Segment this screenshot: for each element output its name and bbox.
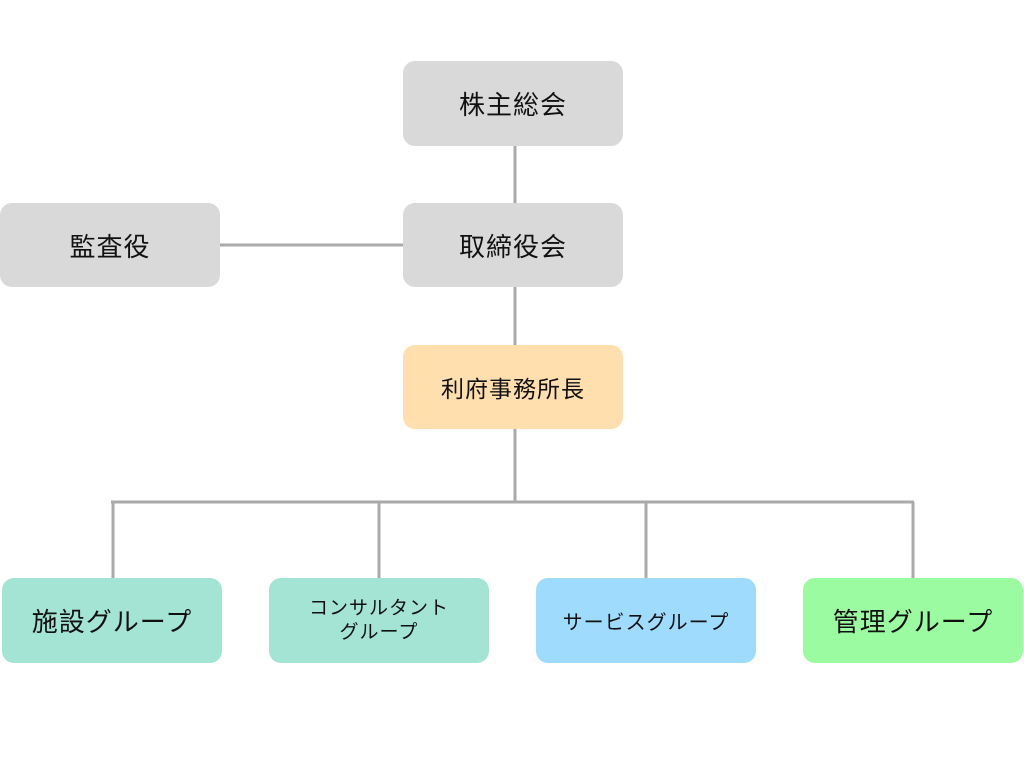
auditor-box: 監査役 — [0, 203, 220, 287]
board-label: 取締役会 — [458, 232, 567, 263]
shareholders-box: 株主総会 — [403, 61, 623, 146]
service-group-box: サービスグループ — [536, 578, 756, 663]
office-manager-label: 利府事務所長 — [441, 377, 585, 403]
management-group-box: 管理グループ — [803, 578, 1023, 663]
consultant-group-label: コンサルタント グループ — [308, 596, 449, 643]
auditor-label: 監査役 — [69, 232, 151, 263]
office-manager-box: 利府事務所長 — [403, 345, 623, 429]
board-box: 取締役会 — [403, 203, 623, 287]
management-group-label: 管理グループ — [832, 608, 994, 638]
service-group-label: サービスグループ — [562, 610, 730, 634]
facilities-group-label: 施設グループ — [31, 608, 193, 638]
consultant-group-box: コンサルタント グループ — [269, 578, 489, 663]
facilities-group-box: 施設グループ — [2, 578, 222, 663]
shareholders-label: 株主総会 — [458, 91, 567, 121]
